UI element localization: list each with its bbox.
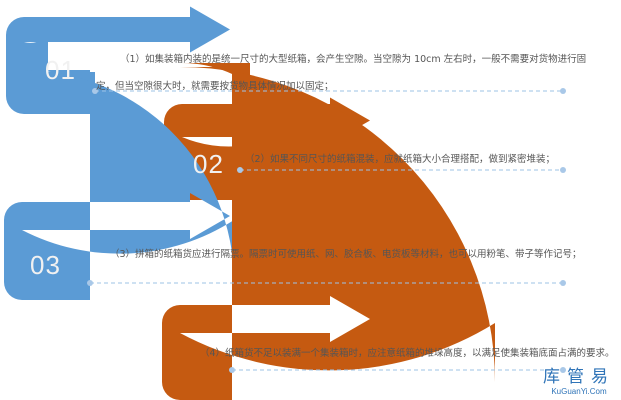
step-number-1: 01 bbox=[45, 55, 76, 85]
kuguanyi-logo: 库管易 KuGuanYi.Com bbox=[541, 367, 617, 397]
step-number-3: 03 bbox=[30, 250, 61, 280]
connector-dot-end-3 bbox=[560, 280, 566, 286]
step-number-2: 02 bbox=[193, 149, 224, 179]
step-4-text: （4）纸箱货不足以装满一个集装箱时，应注意纸箱的堆垛高度，以满足使集装箱底面占满… bbox=[200, 348, 615, 359]
arrow-3 bbox=[4, 70, 234, 300]
connector-dot-end-2 bbox=[560, 167, 566, 173]
step-3-text: （3）拼箱的纸箱货应进行隔票。隔票时可使用纸、网、胶合板、电货板等材料，也可以用… bbox=[110, 249, 582, 260]
connector-dot-start-1 bbox=[92, 88, 98, 94]
arrow-4 bbox=[162, 67, 495, 400]
logo-chinese-text: 库管易 bbox=[543, 367, 615, 387]
connector-dot-end-1 bbox=[560, 88, 566, 94]
arrow-1 bbox=[6, 6, 230, 114]
logo-english-text: KuGuanYi.Com bbox=[551, 387, 607, 396]
connector-dot-end-4 bbox=[560, 367, 566, 373]
connector-dot-start-2 bbox=[237, 167, 243, 173]
connector-dot-start-4 bbox=[229, 367, 235, 373]
step-2-text: （2）如果不同尺寸的纸箱混装，应就纸箱大小合理搭配，做到紧密堆装； bbox=[245, 154, 556, 165]
arrow-2 bbox=[164, 63, 370, 200]
step-1-text-line-1: （1）如集装箱内装的是统一尺寸的大型纸箱，会产生空隙。当空隙为 10cm 左右时… bbox=[120, 54, 587, 65]
connector-dot-start-3 bbox=[87, 280, 93, 286]
step-1-text-line-2: 定，但当空隙很大时，就需要按货物具体情况加以固定； bbox=[96, 81, 334, 92]
